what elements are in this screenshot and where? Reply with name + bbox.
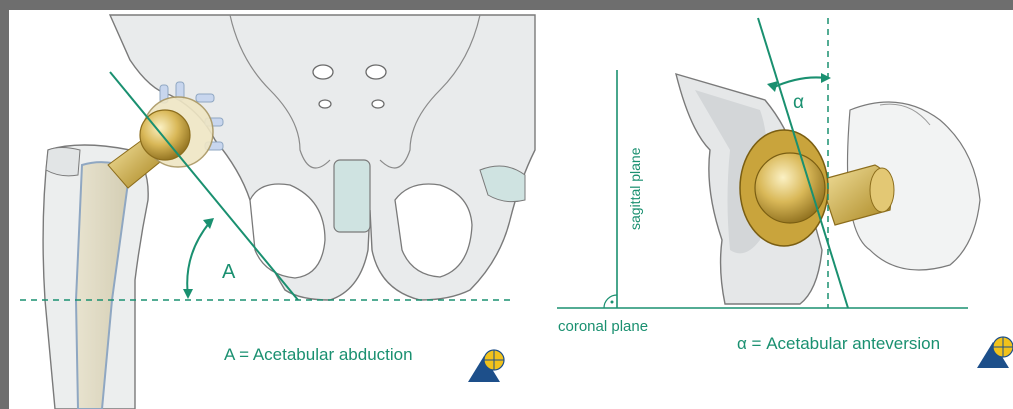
greater-trochanter	[46, 148, 80, 176]
sagittal-plane-label: sagittal plane	[627, 147, 643, 230]
right-angle-marker	[604, 295, 617, 308]
anteversion-angle-label: α	[793, 92, 804, 113]
arc-arrowhead	[821, 73, 831, 83]
ao-logo	[468, 350, 504, 382]
ao-logo	[977, 337, 1013, 368]
abduction-angle-label: A	[222, 261, 236, 283]
arc-arrowhead	[767, 81, 778, 92]
abduction-angle-arc	[187, 222, 210, 296]
arc-arrowhead	[183, 289, 193, 299]
anteversion-caption: α = Acetabular anteversion	[737, 334, 940, 353]
sacral-foramen	[366, 65, 386, 79]
abduction-caption: A = Acetabular abduction	[224, 345, 413, 364]
right-panel: α sagittal plane coronal plane α = Aceta…	[557, 18, 1013, 368]
femoral-head-lateral	[755, 153, 825, 223]
coronal-plane-label: coronal plane	[558, 318, 648, 335]
sacral-foramen	[372, 100, 384, 108]
right-angle-dot	[611, 301, 614, 304]
stem-neck-end	[870, 168, 894, 212]
sacral-foramen	[313, 65, 333, 79]
left-panel: A A = Acetabular abduction	[20, 15, 535, 409]
pubic-symphysis	[334, 160, 370, 232]
sacral-foramen	[319, 100, 331, 108]
